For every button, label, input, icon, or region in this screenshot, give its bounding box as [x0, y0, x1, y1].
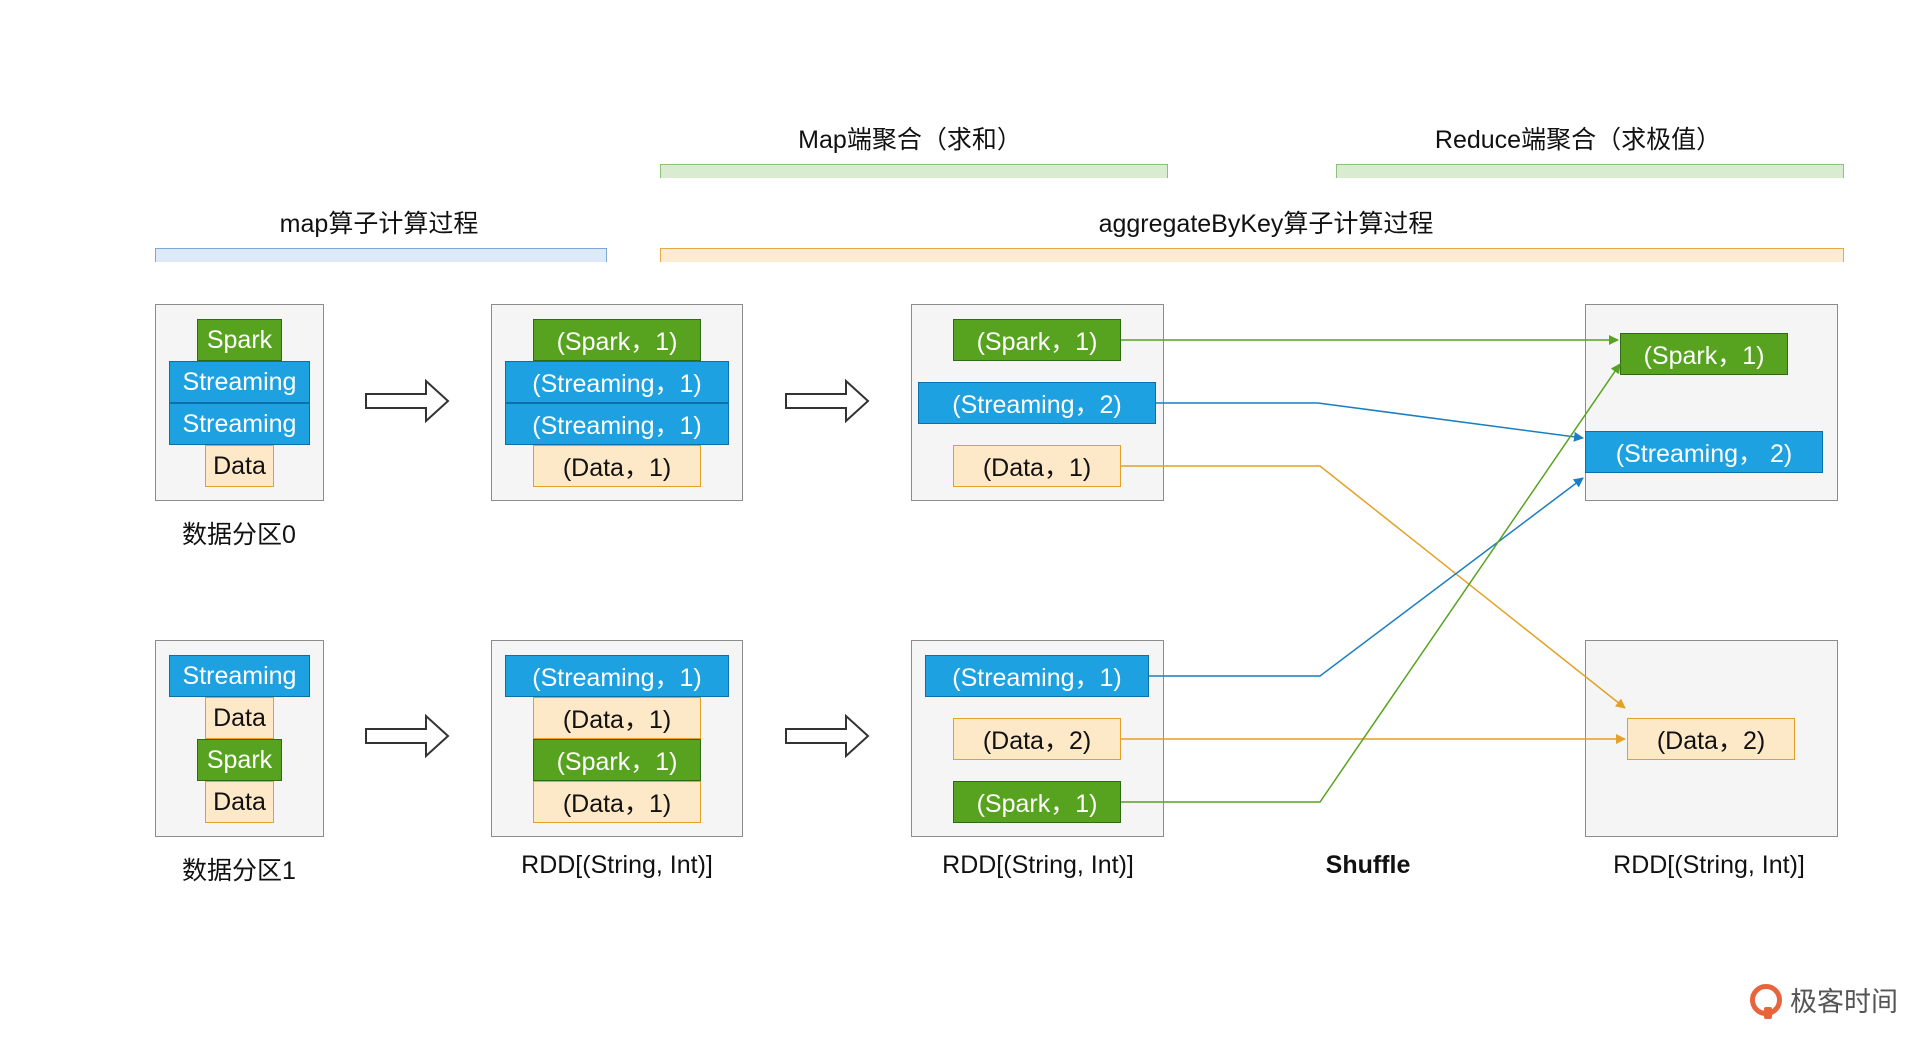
map-agg-p1-spark: (Spark，1)	[953, 781, 1121, 823]
map-process-title: map算子计算过程	[279, 210, 479, 238]
map-agg-rdd-label: RDD[(String, Int)]	[942, 851, 1134, 879]
shuffle-line-spark-p1	[1121, 363, 1621, 803]
partition-1-label: 数据分区1	[182, 857, 296, 885]
shuffle-label: Shuffle	[1325, 851, 1411, 879]
map-process-bar	[155, 248, 607, 262]
mapped-rdd-label: RDD[(String, Int)]	[521, 851, 713, 879]
logo-text: 极客时间	[1790, 987, 1898, 1018]
map-agg-p1-data: (Data，2)	[953, 718, 1121, 760]
mapped-p1-pair-data: (Data，1)	[533, 697, 701, 739]
shuffle-line-streaming-p0	[1156, 402, 1584, 442]
geektime-logo: 极客时间	[1750, 980, 1898, 1019]
p0-item-spark: Spark	[197, 319, 282, 361]
mapped-p1-pair-data: (Data，1)	[533, 781, 701, 823]
reduce-side-agg-bar	[1336, 164, 1844, 178]
mapped-p1-pair-streaming: (Streaming，1)	[505, 655, 729, 697]
map-agg-p0-data: (Data，1)	[953, 445, 1121, 487]
p1-item-streaming: Streaming	[169, 655, 310, 697]
mapped-p1-pair-spark: (Spark，1)	[533, 739, 701, 781]
mapped-p0-pair-spark: (Spark，1)	[533, 319, 701, 361]
shuffle-line-streaming-p1	[1149, 477, 1584, 677]
shuffle-line-data-p0	[1121, 465, 1626, 709]
step-arrow-icon	[365, 378, 450, 424]
map-side-agg-bar	[660, 164, 1168, 178]
map-agg-p0-spark: (Spark，1)	[953, 319, 1121, 361]
p0-item-data: Data	[205, 445, 274, 487]
mapped-p0-pair-data: (Data，1)	[533, 445, 701, 487]
step-arrow-icon	[785, 378, 870, 424]
reduce-side-agg-title: Reduce端聚合（求极值）	[1434, 126, 1722, 154]
reduce-rdd-label: RDD[(String, Int)]	[1613, 851, 1805, 879]
p0-item-streaming: Streaming	[169, 361, 310, 403]
reduce-p0-streaming: (Streaming， 2)	[1585, 431, 1823, 473]
geektime-logo-icon	[1750, 983, 1782, 1019]
step-arrow-icon	[365, 713, 450, 759]
mapped-p0-pair-streaming: (Streaming，1)	[505, 403, 729, 445]
p1-item-data: Data	[205, 781, 274, 823]
map-agg-p0-streaming: (Streaming，2)	[918, 382, 1156, 424]
partition-0-label: 数据分区0	[182, 521, 296, 549]
aggregate-process-title: aggregateByKey算子计算过程	[1098, 210, 1434, 238]
reduce-p1-data: (Data，2)	[1627, 718, 1795, 760]
reduce-p0-spark: (Spark，1)	[1620, 333, 1788, 375]
map-agg-p1-streaming: (Streaming，1)	[925, 655, 1149, 697]
mapped-p0-pair-streaming: (Streaming，1)	[505, 361, 729, 403]
map-side-agg-title: Map端聚合（求和）	[798, 126, 1022, 154]
p0-item-streaming: Streaming	[169, 403, 310, 445]
step-arrow-icon	[785, 713, 870, 759]
aggregate-process-bar	[660, 248, 1844, 262]
p1-item-data: Data	[205, 697, 274, 739]
p1-item-spark: Spark	[197, 739, 282, 781]
